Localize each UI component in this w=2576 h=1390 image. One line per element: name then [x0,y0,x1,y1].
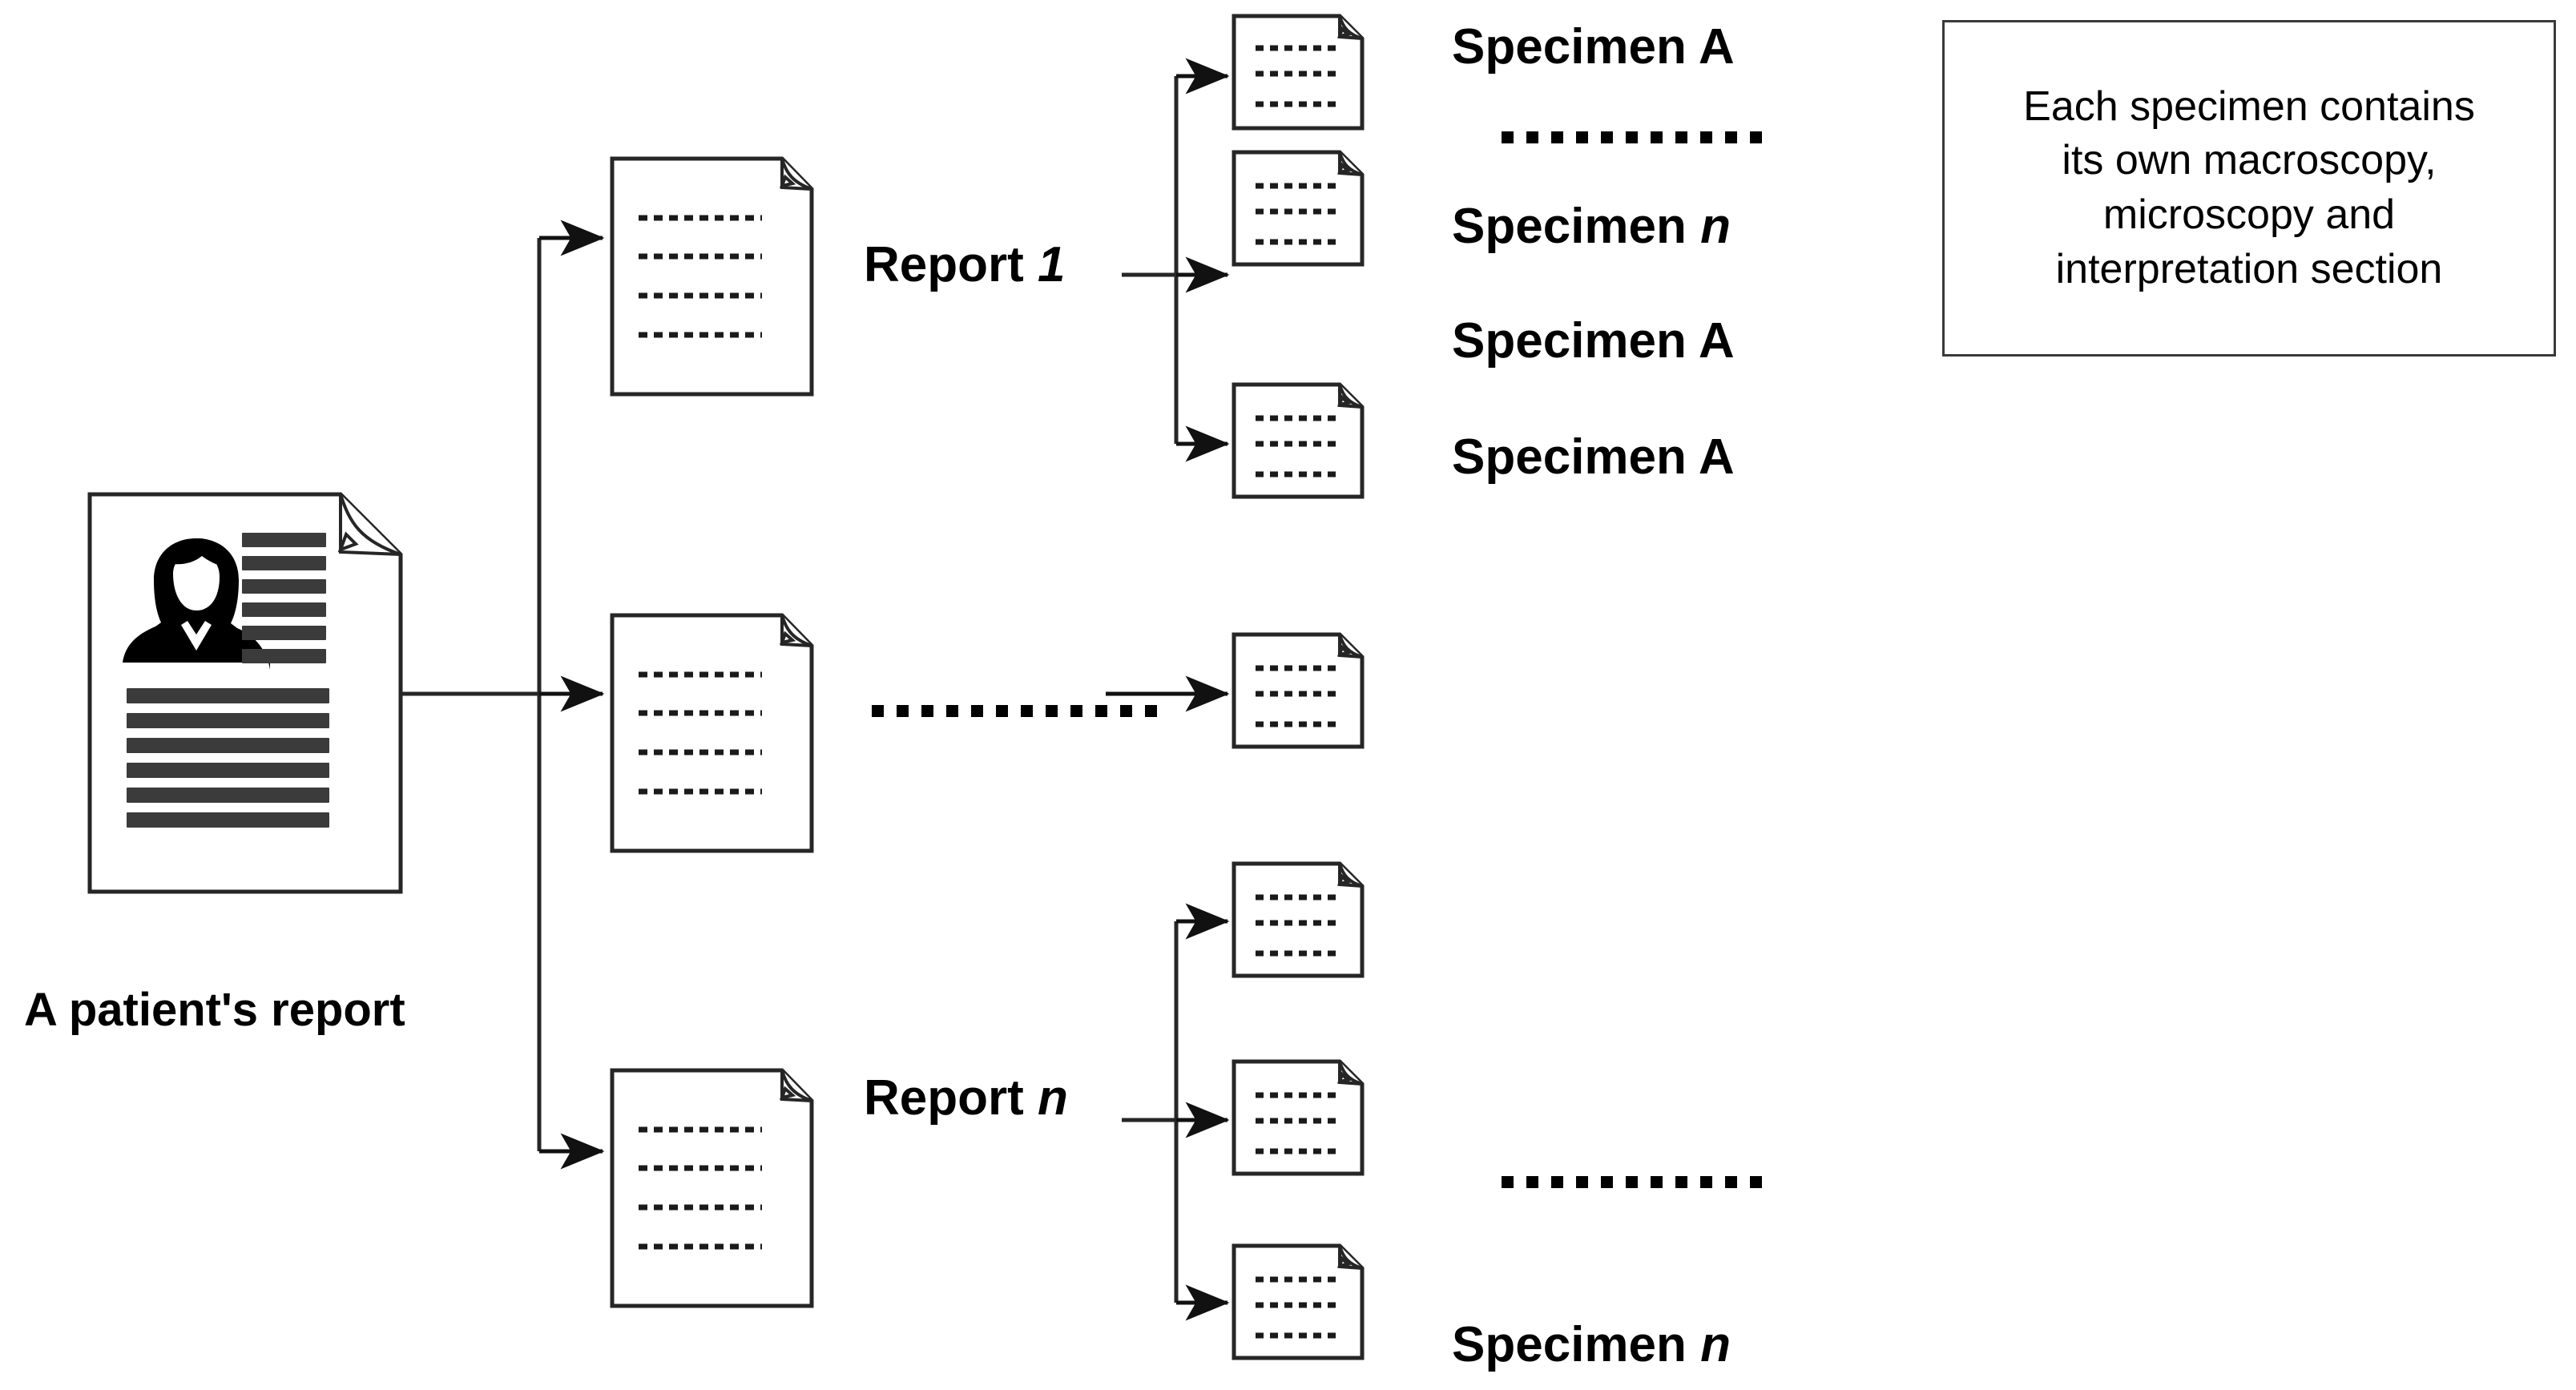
specimen-label-a-middle: Specimen A [1452,316,1735,366]
report-1-document-icon [610,156,814,397]
specimen-label-text: Specimen [1452,429,1699,485]
specimen-label-index: A [1698,19,1735,75]
report-n-document-icon [610,1068,814,1308]
specimen-document-icon [1232,1059,1365,1176]
note-line-3: microscopy and [2102,191,2396,238]
report-middle-dashed-lines [639,671,762,795]
report-n-label-text: Report [864,1070,1038,1126]
report-n-specimen-arrows [1176,903,1230,1321]
specimen-label-a-bottom: Specimen A [1452,433,1735,482]
report-n-dashed-lines [639,1126,762,1250]
specimen-label-a-top: Specimen A [1452,22,1735,72]
specimen-document-icon [1232,150,1365,267]
specimen-document-icon [1232,861,1365,978]
specimen-ellipsis-top [1502,131,1762,143]
specimen-document-icon [1232,1243,1365,1360]
report-n-label: Report n [864,1074,1068,1123]
report-1-label: Report 1 [864,240,1065,290]
report-1-label-index: 1 [1038,237,1066,292]
specimen-label-text: Specimen [1452,19,1699,75]
specimen-document-icon [1232,382,1365,499]
specimen-ellipsis-bottom [1502,1176,1762,1188]
person-avatar-icon [123,538,270,670]
report-branch-arrows [539,220,605,1170]
specimen-label-text: Specimen [1452,199,1701,254]
specimen-document-icon [1232,14,1365,131]
patient-report-document-icon [87,492,403,894]
patient-to-reports-connector [401,238,542,1151]
specimen-label-index: n [1700,1317,1731,1372]
page-title: A patient's report [24,984,405,1036]
specimen-label-index: n [1700,199,1731,254]
report-n-label-index: n [1038,1070,1068,1126]
report-1-label-text: Report [864,237,1038,292]
specimen-label-text: Specimen [1452,1317,1701,1372]
note-line-4: interpretation section [2055,245,2443,292]
specimen-label-index: A [1698,313,1735,369]
report-1-specimen-connector [1122,76,1179,444]
report-middle-document-icon [610,613,814,853]
note-callout-box: Each specimen contains its own macroscop… [1942,20,2556,357]
specimen-label-text: Specimen [1452,313,1699,369]
report-1-dashed-lines [639,215,762,338]
specimen-label-n-top: Specimen n [1452,202,1731,252]
note-line-2: its own macroscopy, [2062,137,2437,184]
note-line-1: Each specimen contains [2023,83,2475,130]
specimen-label-index: A [1698,429,1735,485]
specimen-label-n-bottom: Specimen n [1452,1320,1731,1370]
report-1-specimen-arrows [1176,58,1230,462]
report-n-specimen-connector [1122,921,1179,1303]
report-middle-ellipsis [872,705,1157,717]
specimen-document-icon [1232,632,1365,749]
patient-long-text-lines [127,688,329,828]
patient-short-text-lines [242,533,326,663]
note-callout-text: Each specimen contains its own macroscop… [2010,80,2488,296]
